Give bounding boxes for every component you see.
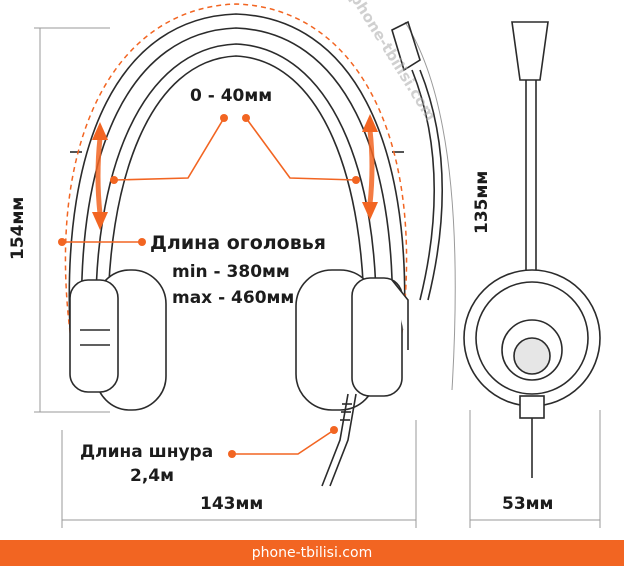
cable-length-title: Длина шнура [80,442,214,462]
headband-length-title: Длина оголовья [150,232,326,254]
height-label: 154мм [8,196,28,260]
adjust-pointers [58,114,378,458]
cable-length-value: 2,4м [130,466,175,486]
depth-label: 53мм [502,494,554,514]
adjust-arrows [62,117,375,455]
max-length-arc [64,3,408,361]
side-view-earcup [463,21,601,478]
width-label: 143мм [200,494,264,514]
cable [321,393,357,487]
headband-max-label: max - 460мм [172,288,295,308]
dimension-lines [34,21,601,528]
headband-min-label: min - 380мм [172,262,290,282]
left-earcup [69,269,167,411]
footer-site-link[interactable]: phone-tbilisi.com [251,545,373,561]
right-earcup [295,269,409,411]
adjust-range-label: 0 - 40мм [190,86,273,106]
mic-length-label: 135мм [472,170,492,234]
footer-bar [0,540,624,566]
headband [68,13,406,331]
mic-boom [391,20,444,301]
